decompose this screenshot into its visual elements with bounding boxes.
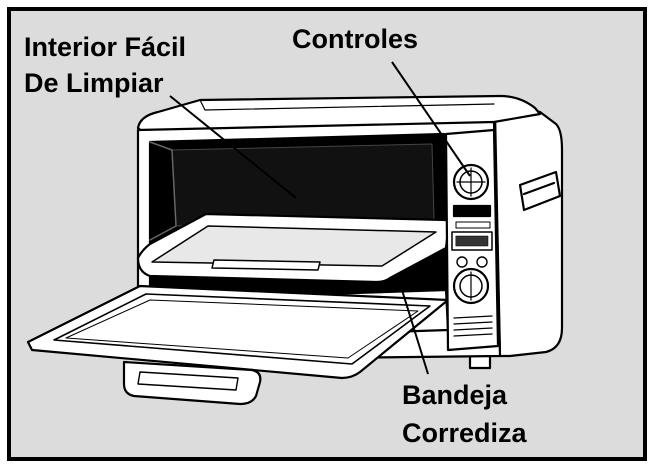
oven-side-panel (493, 108, 564, 358)
vent-slots (453, 315, 493, 337)
toaster-oven-icon (26, 94, 564, 406)
label-bandeja-line1: Bandeja (402, 380, 508, 410)
oven-door-handle (122, 360, 262, 406)
leader-line-bandeja (401, 289, 429, 375)
function-button-right (476, 256, 488, 268)
function-button-left (456, 256, 468, 268)
label-controles: Controles (292, 24, 418, 54)
label-interior-line1: Interior Fácil (24, 32, 186, 62)
oven-door-window (53, 293, 431, 365)
oven-side-handle (518, 170, 562, 212)
leader-line-controles (391, 61, 471, 177)
label-bandeja-line2: Corrediza (402, 418, 528, 448)
label-interior-line2: De Limpiar (24, 68, 164, 98)
leader-line-interior (169, 95, 297, 199)
